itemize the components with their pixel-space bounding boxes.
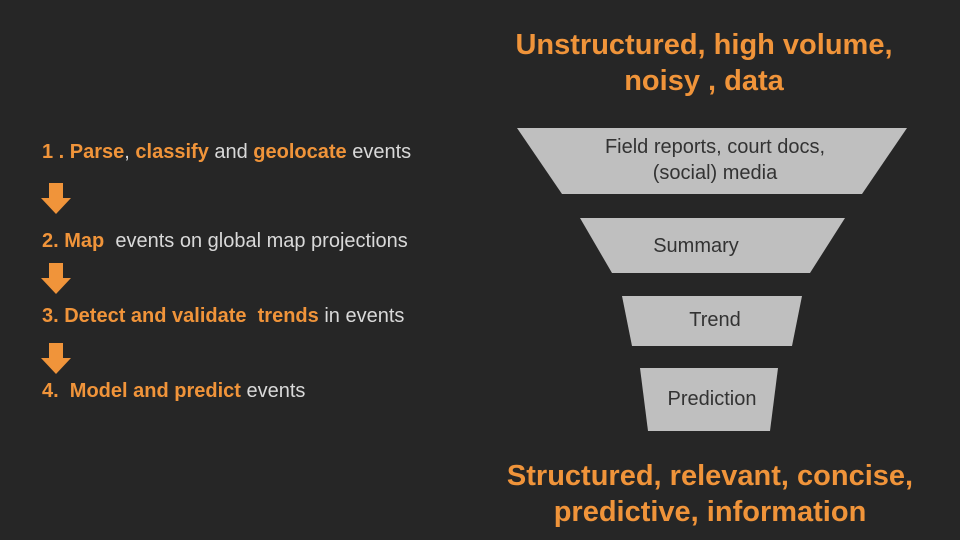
step-1-part: 1 . Parse [42,141,125,163]
step-1-part: , [124,141,136,163]
step-1-part: events [346,141,412,163]
step-4-part: events [240,380,306,402]
funnel-bottom-title: Structured, relevant, concise, predictiv… [490,458,930,530]
funnel-bottom-title-line: Structured, relevant, concise, [506,460,914,492]
step-3-part: in events [318,305,405,327]
arrow-down-icon [41,183,71,214]
step-1: 1 . Parse, classify and geolocate events [42,140,411,164]
step-4: 4. Model and predict events [42,379,305,403]
funnel-level-3-label: Trend [689,309,741,331]
funnel-top-title-line: noisy , data [624,65,784,97]
step-2: 2. Map events on global map projections [42,229,408,253]
arrow-down-icon [41,343,71,374]
funnel-level-2 [580,218,845,273]
funnel-top-title: Unstructured, high volume, noisy , data [484,27,924,99]
funnel-level-2-label: Summary [653,235,739,257]
funnel-level-4 [640,368,778,431]
funnel-level-1-label-line: Field reports, court docs, [604,136,826,158]
step-2-part: 2. Map [42,230,105,252]
funnel-top-title-line: Unstructured, high volume, [515,29,893,61]
funnel-bottom-title-line: predictive, information [553,496,867,528]
step-3-part: 3. Detect and validate trends [42,305,319,327]
step-1-part: geolocate [253,141,347,163]
funnel-level-1 [517,128,907,194]
funnel-level-1-label-line: (social) media [652,162,778,184]
step-4-part: 4. Model and predict [42,380,241,402]
step-1-part: and [208,141,254,163]
arrow-down-icon [41,263,71,294]
funnel-level-1-label: Field reports, court docs, (social) medi… [540,134,890,186]
funnel-level-4-label: Prediction [667,388,757,410]
step-3: 3. Detect and validate trends in events [42,304,404,328]
funnel-level-3 [622,296,802,346]
step-2-part: events on global map projections [104,230,408,252]
step-1-part: classify [135,141,209,163]
